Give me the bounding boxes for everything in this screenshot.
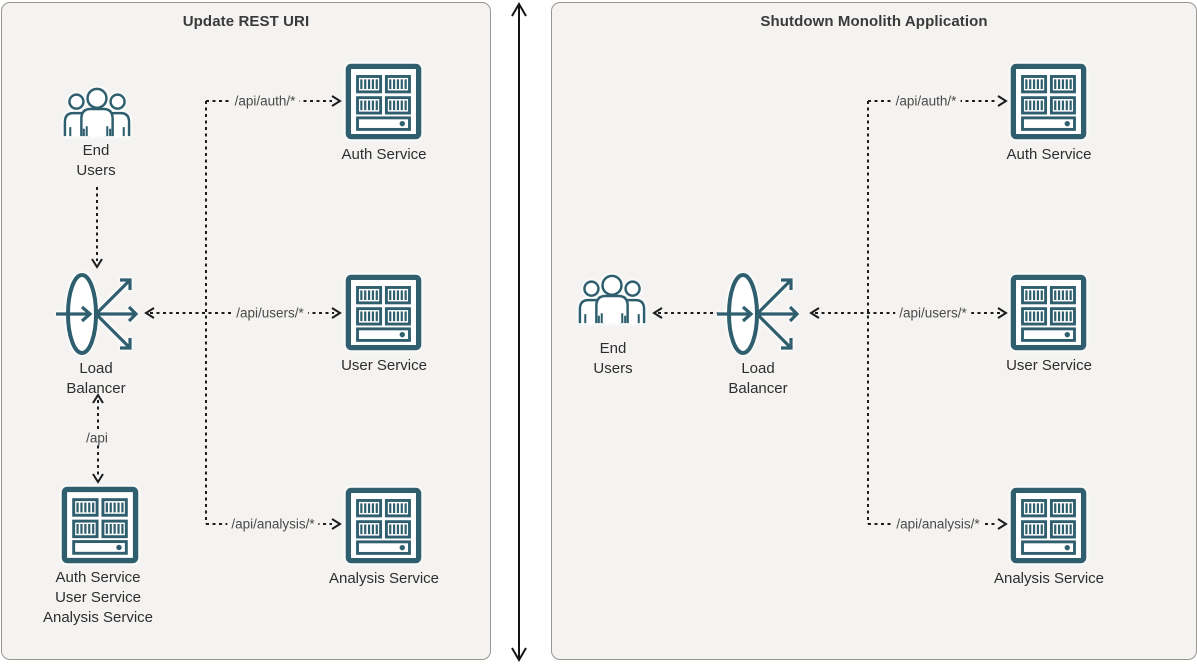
edge-label-api: /api bbox=[82, 430, 112, 446]
panel-shutdown-monolith: Shutdown Monolith Application End Users bbox=[551, 2, 1197, 660]
analysis-service-label: Analysis Service bbox=[328, 570, 440, 587]
right-panel-connectors bbox=[652, 95, 1008, 530]
auth-service-icon bbox=[345, 63, 422, 140]
auth-service-label: Auth Service bbox=[1006, 146, 1092, 163]
user-service-label: User Service bbox=[341, 357, 427, 374]
analysis-service-icon bbox=[1010, 487, 1087, 564]
load-balancer-label: Load Balancer bbox=[66, 360, 126, 397]
user-service-icon bbox=[1010, 274, 1087, 351]
edge-label-api-users: /api/users/* bbox=[232, 305, 308, 321]
edge-label-api-analysis: /api/analysis/* bbox=[892, 516, 984, 532]
user-service-label: User Service bbox=[1006, 357, 1092, 374]
end-users-label: End Users bbox=[76, 142, 116, 179]
analysis-service-icon bbox=[345, 487, 422, 564]
panel-title: Update REST URI bbox=[182, 13, 310, 30]
auth-service-label: Auth Service bbox=[341, 146, 427, 163]
load-balancer-label: Load Balancer bbox=[728, 360, 788, 397]
load-balancer-icon bbox=[715, 270, 803, 358]
end-users-icon bbox=[59, 86, 135, 137]
monolith-server-icon bbox=[61, 486, 139, 564]
load-balancer-icon bbox=[54, 270, 142, 358]
analysis-service-label: Analysis Service bbox=[993, 570, 1105, 587]
edge-label-api-analysis: /api/analysis/* bbox=[227, 516, 319, 532]
edge-label-api-users: /api/users/* bbox=[895, 305, 971, 321]
end-users-label: End Users bbox=[593, 340, 633, 377]
auth-service-icon bbox=[1010, 63, 1087, 140]
edge-label-api-auth: /api/auth/* bbox=[230, 93, 300, 109]
edge-label-api-auth: /api/auth/* bbox=[891, 93, 961, 109]
panel-update-rest-uri: Update REST URI End Users bbox=[1, 2, 491, 660]
panel-title: Shutdown Monolith Application bbox=[760, 13, 988, 30]
transition-double-arrow bbox=[511, 2, 527, 662]
monolith-label: Auth Service User Service Analysis Servi… bbox=[42, 569, 154, 626]
user-service-icon bbox=[345, 274, 422, 351]
end-users-icon bbox=[574, 273, 650, 324]
